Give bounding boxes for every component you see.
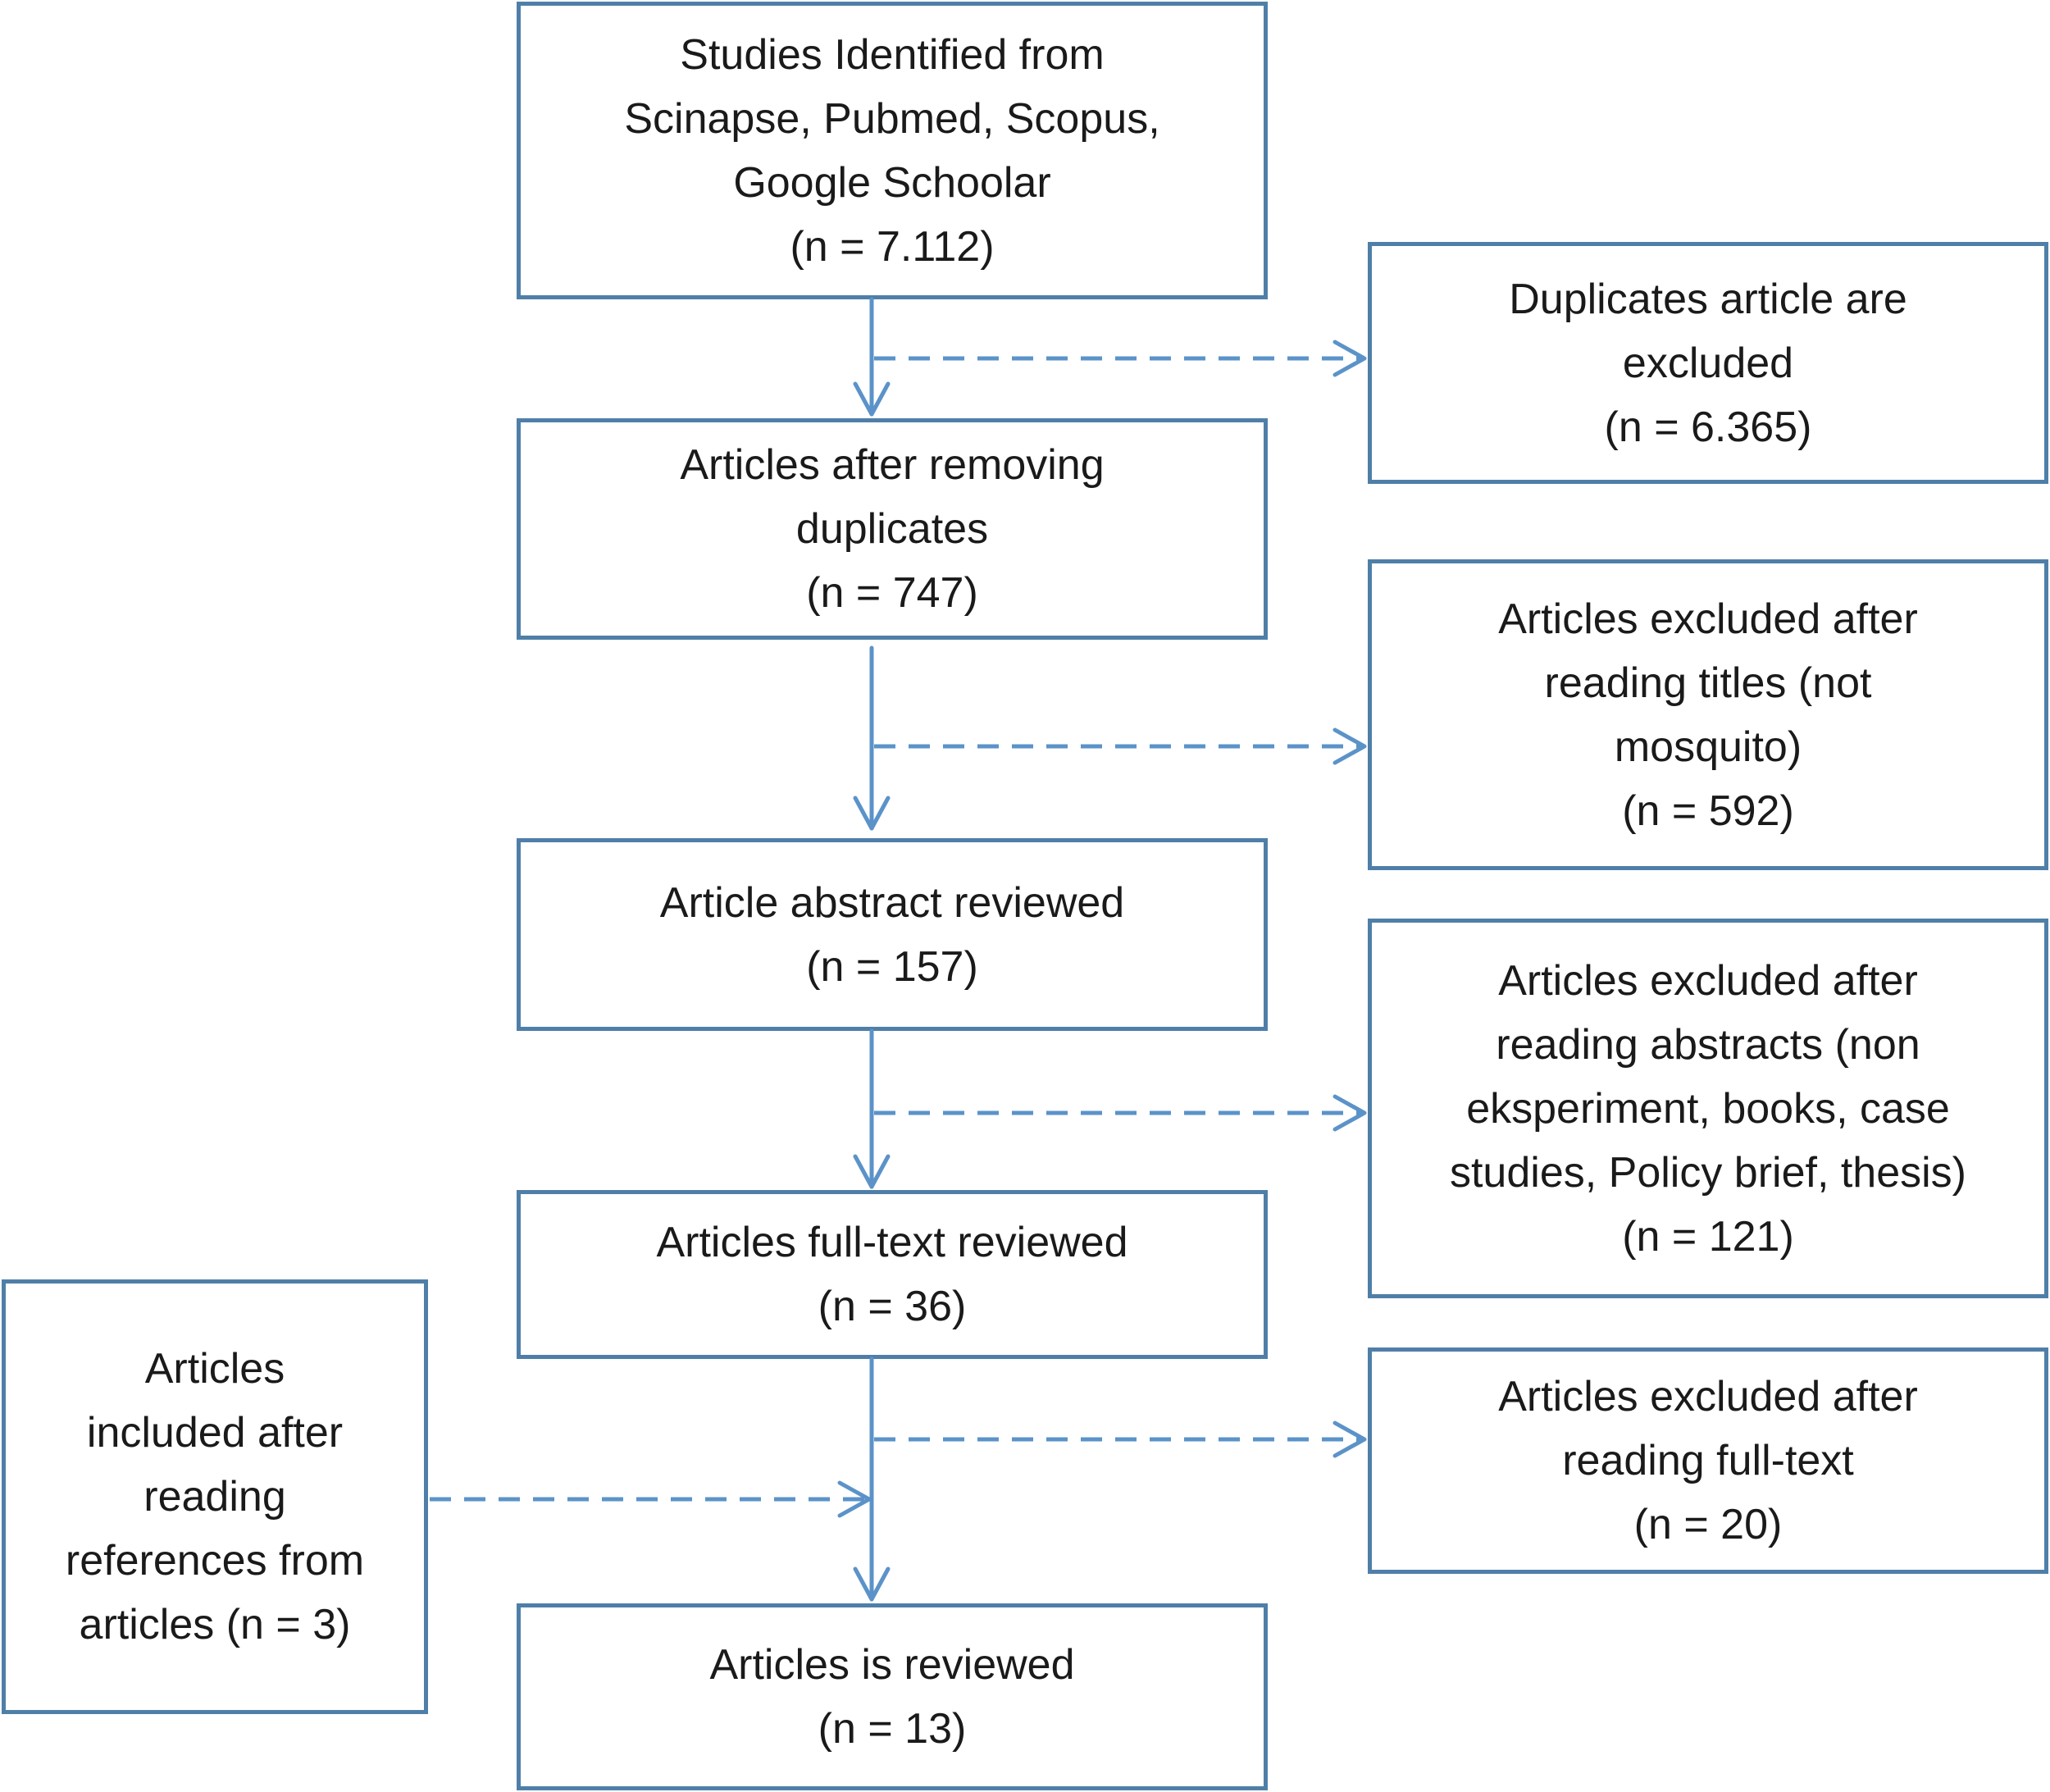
box-line: articles (n = 3) bbox=[79, 1601, 351, 1648]
box-line: excluded bbox=[1622, 339, 1794, 387]
box-line: (n = 20) bbox=[1633, 1501, 1783, 1548]
arrowhead bbox=[853, 1566, 891, 1602]
box-line: (n = 157) bbox=[806, 942, 978, 991]
box-line: mosquito) bbox=[1614, 723, 1802, 771]
box-line: Articles is reviewed bbox=[709, 1641, 1075, 1689]
box-line: reading abstracts (non bbox=[1496, 1020, 1920, 1069]
arrowhead bbox=[853, 1154, 891, 1189]
box-line: Scinapse, Pubmed, Scopus, bbox=[624, 94, 1160, 143]
arrowhead bbox=[1332, 1094, 1367, 1132]
box-line: (n = 13) bbox=[818, 1705, 967, 1753]
box-line: duplicates bbox=[795, 505, 989, 553]
box-line: references from bbox=[65, 1537, 365, 1585]
arrowhead bbox=[1332, 1420, 1367, 1458]
box-line: Studies Identified from bbox=[680, 30, 1105, 79]
box-line: Articles excluded after bbox=[1498, 956, 1918, 1005]
box-line: reading bbox=[144, 1473, 286, 1521]
box-line: Articles excluded after bbox=[1498, 595, 1918, 643]
box-line: studies, Policy brief, thesis) bbox=[1449, 1148, 1967, 1197]
box-studies-identified: Studies Identified from Scinapse, Pubmed… bbox=[517, 2, 1268, 299]
box-line: included after bbox=[86, 1409, 344, 1457]
box-duplicates-excluded: Duplicates article are excluded (n = 6.3… bbox=[1368, 242, 2048, 484]
box-line: Articles bbox=[144, 1345, 285, 1393]
box-line: Articles excluded after bbox=[1498, 1373, 1918, 1420]
arrowhead bbox=[837, 1480, 872, 1518]
box-line: (n = 121) bbox=[1622, 1212, 1794, 1261]
box-abstract-reviewed: Article abstract reviewed (n = 157) bbox=[517, 838, 1268, 1031]
box-fulltext-reviewed: Articles full-text reviewed (n = 36) bbox=[517, 1190, 1268, 1359]
arrowhead bbox=[1332, 340, 1367, 377]
arrowhead bbox=[853, 381, 891, 417]
box-line: Article abstract reviewed bbox=[659, 878, 1125, 927]
box-after-duplicates: Articles after removing duplicates (n = … bbox=[517, 418, 1268, 640]
box-line: eksperiment, books, case bbox=[1466, 1084, 1950, 1133]
box-line: (n = 7.112) bbox=[790, 222, 995, 271]
box-line: Articles after removing bbox=[680, 441, 1105, 489]
box-line: reading full-text bbox=[1562, 1437, 1854, 1484]
box-fulltext-excluded: Articles excluded after reading full-tex… bbox=[1368, 1347, 2048, 1574]
arrowhead bbox=[853, 796, 891, 831]
box-included-references: Articles included after reading referenc… bbox=[2, 1279, 428, 1714]
box-line: reading titles (not bbox=[1544, 659, 1872, 707]
box-line: (n = 36) bbox=[818, 1283, 967, 1330]
box-line: (n = 747) bbox=[806, 569, 978, 617]
box-line: (n = 592) bbox=[1622, 787, 1794, 835]
box-abstracts-excluded: Articles excluded after reading abstract… bbox=[1368, 919, 2048, 1298]
box-line: Articles full-text reviewed bbox=[656, 1219, 1128, 1266]
box-line: (n = 6.365) bbox=[1604, 403, 1812, 451]
box-titles-excluded: Articles excluded after reading titles (… bbox=[1368, 559, 2048, 870]
arrowhead bbox=[1332, 727, 1367, 765]
box-line: Duplicates article are bbox=[1509, 275, 1907, 323]
box-line: Google Schoolar bbox=[733, 158, 1051, 207]
box-final-reviewed: Articles is reviewed (n = 13) bbox=[517, 1603, 1268, 1790]
